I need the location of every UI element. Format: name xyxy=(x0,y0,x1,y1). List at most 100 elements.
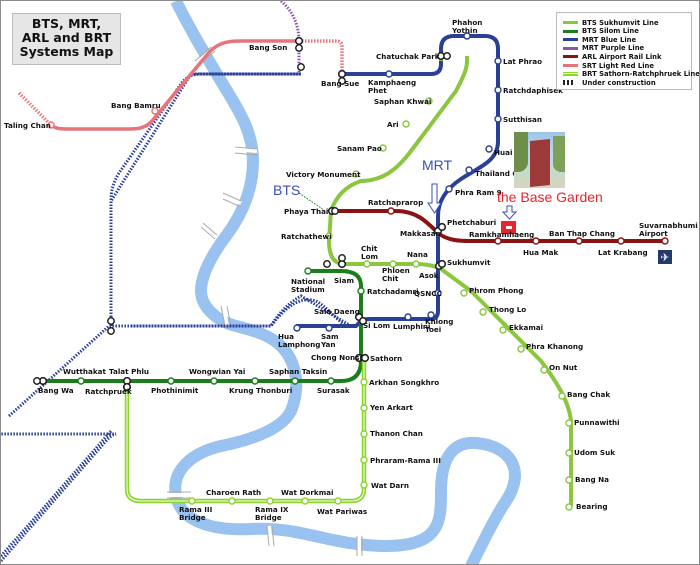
station-label-phloen-chit: Phloen xyxy=(382,266,410,275)
station-sukhumvit[interactable] xyxy=(437,259,447,269)
station-wat-dokmai[interactable] xyxy=(301,497,309,505)
station-label-chit-lom: Chit xyxy=(361,244,378,253)
station-label-ratchaprarop: Ratchaprarop xyxy=(368,198,423,207)
station-label-saphan-taksin: Saphan Taksin xyxy=(269,367,327,376)
building-photo xyxy=(514,132,565,188)
station-phrom-phong[interactable] xyxy=(460,289,468,297)
station-ban-thap-chang[interactable] xyxy=(575,237,583,245)
legend-swatch xyxy=(563,72,578,77)
station-phra-khanong[interactable] xyxy=(517,345,525,353)
station-label-chong-nonsi: Chong Nonsi xyxy=(311,353,362,362)
station-phahon-yothin[interactable] xyxy=(463,32,471,40)
station-wat-pariwat[interactable] xyxy=(334,497,342,505)
station-punnawithi[interactable] xyxy=(565,419,573,427)
station-on-nut[interactable] xyxy=(540,366,548,374)
station-label-krung-thonburi: Krung Thonburi xyxy=(229,386,292,395)
interchange-node xyxy=(338,77,346,85)
station-udom-suk[interactable] xyxy=(565,449,573,457)
station-saphan-khwai[interactable] xyxy=(425,97,433,105)
station-sathorn[interactable] xyxy=(360,353,370,363)
station-nana[interactable] xyxy=(412,260,420,268)
station-phetchaburi[interactable] xyxy=(437,222,447,232)
bts-annotation: BTS xyxy=(273,182,301,198)
station-phloen-chit[interactable] xyxy=(389,260,397,268)
station-label-bang-chak: Bang Chak xyxy=(567,390,610,399)
station-thailand-cultural[interactable] xyxy=(465,166,473,174)
station-kamphaeng-phet[interactable] xyxy=(385,70,393,78)
legend-item: ARL Airport Rail Link xyxy=(563,52,662,61)
station-label-bearing: Bearing xyxy=(576,502,607,511)
legend-item: MRT Blue Line xyxy=(563,35,636,44)
station-lat-phrao[interactable] xyxy=(494,57,502,65)
station-sam-yan[interactable] xyxy=(325,324,333,332)
station-label-ratchadaphisek: Ratchdaphisek xyxy=(503,86,563,95)
station-lumphini[interactable] xyxy=(404,313,412,321)
station-ari[interactable] xyxy=(402,120,410,128)
station-label-bang-sue: Bang Sue xyxy=(321,79,359,88)
station-bang-son[interactable] xyxy=(294,36,304,46)
map-title-line3: Systems Map xyxy=(19,44,114,59)
brt-center-stripe xyxy=(126,359,365,502)
station-label-phahon-yothin: Phahon xyxy=(452,18,482,27)
blue-line-west-construction xyxy=(1,430,113,557)
bridge-edges xyxy=(167,46,363,556)
station-label-lumphini: Lumphini xyxy=(393,322,431,331)
station-wat-dan[interactable] xyxy=(360,481,368,489)
legend-label: BTS Silom Line xyxy=(582,27,639,36)
station-rama-iii-bridge[interactable] xyxy=(188,497,196,505)
station-suvarnabhumi[interactable] xyxy=(661,237,669,245)
blue-line-north-construction xyxy=(109,72,301,326)
station-wongwian-yai[interactable] xyxy=(210,377,218,385)
station-hua-lamphong[interactable] xyxy=(293,324,301,332)
station-label-ban-thap-chang: Ban Thap Chang xyxy=(549,229,615,238)
station-label-qsncc: QSNCC xyxy=(414,289,442,298)
station-label-wat-dan: Wat Darn xyxy=(371,481,409,490)
station-surasak[interactable] xyxy=(327,377,335,385)
station-label-phloen-chit: Chit xyxy=(382,274,399,283)
station-bang-sue[interactable] xyxy=(337,69,347,79)
station-ratchaprarop[interactable] xyxy=(387,207,395,215)
station-national-stadium[interactable] xyxy=(304,267,312,275)
station-krung-thonburi[interactable] xyxy=(251,377,259,385)
station-ratchadaphisek[interactable] xyxy=(494,86,502,94)
station-ratchadamri[interactable] xyxy=(357,287,365,295)
station-bearing[interactable] xyxy=(565,503,573,511)
station-phraram-rama-iii[interactable] xyxy=(360,456,368,464)
station-arkhan-songkhro[interactable] xyxy=(360,378,368,386)
station-label-phetchaburi: Phetchaburi xyxy=(447,218,496,227)
station-saphan-taksin[interactable] xyxy=(291,377,299,385)
mrt-arrow-icon xyxy=(427,183,442,214)
station-thanon-chan[interactable] xyxy=(360,430,368,438)
station-huai-khwang[interactable] xyxy=(485,145,493,153)
station-rama-ix-bridge[interactable] xyxy=(266,497,274,505)
station-ratchathewi[interactable] xyxy=(325,232,333,240)
station-phothinimit[interactable] xyxy=(167,377,175,385)
station-si-lom[interactable] xyxy=(358,316,368,326)
station-label-on-nut: On Nut xyxy=(549,363,578,372)
station-chit-lom[interactable] xyxy=(363,260,371,268)
station-ramkhamhaeng[interactable] xyxy=(494,237,502,245)
mrt-blue-line xyxy=(296,34,500,328)
station-taling-chan[interactable] xyxy=(47,121,55,129)
station-label-phothinimit: Phothinimit xyxy=(151,386,199,395)
station-lat-krabang[interactable] xyxy=(617,237,625,245)
station-hua-mak[interactable] xyxy=(532,237,540,245)
station-victory-monument[interactable] xyxy=(352,170,360,178)
station-yen-arkart[interactable] xyxy=(360,404,368,412)
station-thong-lo[interactable] xyxy=(479,308,487,316)
station-sanam-pao[interactable] xyxy=(379,144,387,152)
station-sutthisan[interactable] xyxy=(494,115,502,123)
station-label-wutthakat: Wutthakat xyxy=(63,367,107,376)
station-khlong-toei[interactable] xyxy=(427,311,435,319)
station-bang-chak[interactable] xyxy=(558,392,566,400)
station-bang-bamru[interactable] xyxy=(151,107,159,115)
legend-label: MRT Blue Line xyxy=(582,35,637,44)
station-label-ramkhamhaeng: Ramkhamhaeng xyxy=(469,230,534,239)
station-ekkamai[interactable] xyxy=(499,326,507,334)
station-bang-na[interactable] xyxy=(565,476,573,484)
station-label-kamphaeng-phet: Kamphaeng xyxy=(368,78,416,87)
station-phra-ram-9[interactable] xyxy=(445,185,453,193)
station-qsncc[interactable] xyxy=(434,289,442,297)
station-charoen-rath[interactable] xyxy=(228,497,236,505)
station-wutthakat[interactable] xyxy=(77,377,85,385)
